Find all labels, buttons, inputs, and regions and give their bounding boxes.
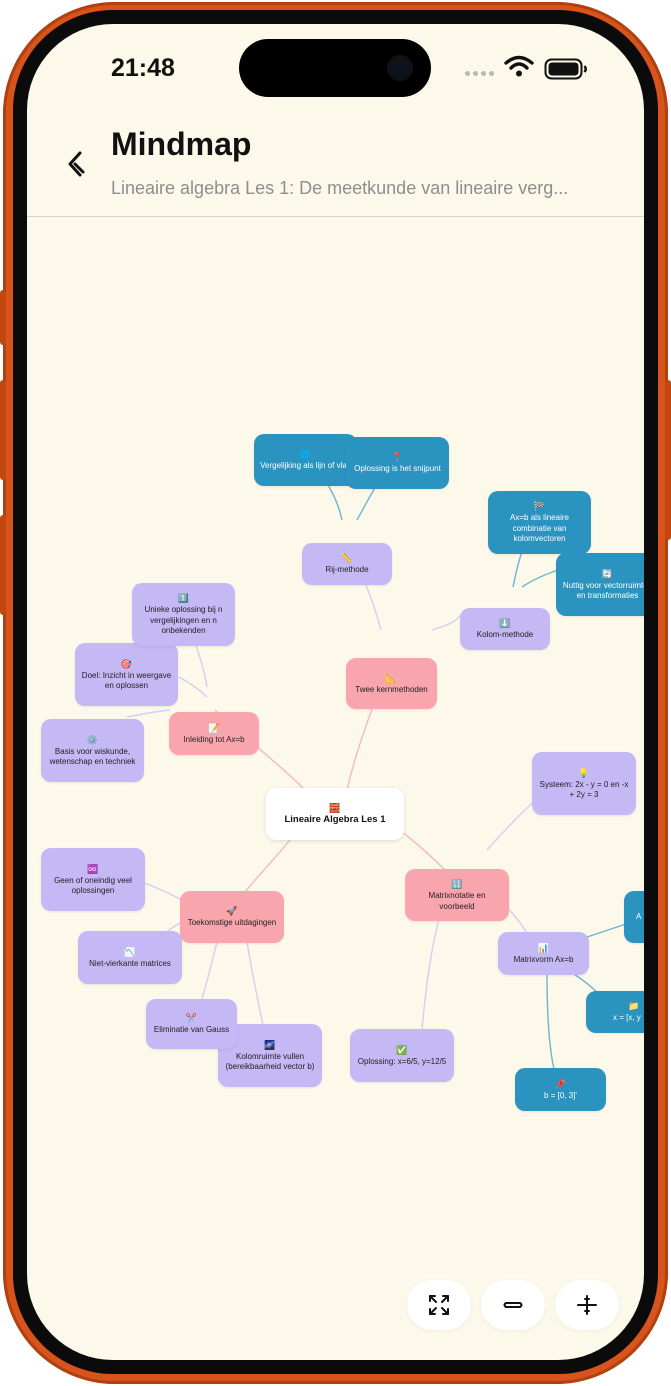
mindmap-node-nietv[interactable]: 📉Niet-vierkante matrices (78, 931, 182, 984)
node-label: b = [0, 3]' (544, 1090, 577, 1100)
mindmap-node-intro[interactable]: 📝Inleiding tot Ax=b (169, 712, 259, 755)
mindmap-node-kolom[interactable]: ⬇️Kolom-methode (460, 608, 550, 650)
edge-intro-doel (178, 676, 208, 698)
edge-toek-elim (201, 941, 218, 1000)
collapse-icon (503, 1302, 523, 1308)
expand-icon (577, 1295, 597, 1315)
node-label: Niet-vierkante matrices (89, 958, 171, 968)
mindmap-node-elim[interactable]: ✂️Eliminatie van Gauss (146, 999, 237, 1049)
mindmap-node-axb[interactable]: 🏁Ax=b als lineaire combinatie van kolomv… (488, 491, 591, 554)
cellular-signal-icon (465, 71, 494, 76)
mindmap-node-twee[interactable]: 📐Twee kernmethoden (346, 658, 437, 709)
mindmap-node-vorm[interactable]: 📊Matrixvorm Ax=b (498, 932, 589, 975)
screen: 21:48 Mindmap Lineaire algebra Les 1: De… (27, 24, 644, 1360)
side-button (0, 290, 6, 345)
page-title: Mindmap (111, 126, 252, 162)
node-label: x = [x, y (613, 1013, 641, 1023)
node-label: Unieke oplossing bij n vergelijkingen en… (144, 605, 223, 636)
node-label: Geen of oneindig veel oplossingen (54, 875, 132, 896)
mindmap-node-opl[interactable]: ✅Oplossing: x=6/5, y=12/5 (350, 1029, 454, 1082)
page-subtitle: Lineaire algebra Les 1: De meetkunde van… (111, 178, 569, 198)
node-label: Nuttig voor vectorruimten en transformat… (562, 580, 644, 601)
fit-screen-button[interactable] (407, 1280, 471, 1330)
mindmap-node-snij[interactable]: 📍Oplossing is het snijpunt (346, 437, 449, 489)
volume-down-button (0, 515, 6, 615)
node-label: Basis voor wiskunde, wetenschap en techn… (49, 746, 136, 767)
mindmap-node-b[interactable]: 📌b = [0, 3]' (515, 1068, 606, 1111)
edge-intro-basis (126, 709, 171, 718)
edge-toek-kolomr (246, 941, 264, 1026)
back-icon[interactable] (61, 150, 91, 180)
mindmap-node-root[interactable]: 🧱Lineaire Algebra Les 1 (266, 788, 404, 840)
node-label: Eliminatie van Gauss (153, 1025, 230, 1035)
mindmap-node-nuttig[interactable]: 🔄Nuttig voor vectorruimten en transforma… (556, 553, 644, 616)
status-time: 21:48 (111, 54, 175, 82)
camera (387, 55, 413, 81)
node-label: Matrixvorm Ax=b (513, 954, 574, 964)
dynamic-island (239, 39, 431, 97)
node-label: Matrixnotatie en voorbeeld (428, 891, 486, 911)
mindmap-node-matrix[interactable]: 🔢Matrixnotatie en voorbeeld (405, 869, 509, 921)
mindmap-node-basis[interactable]: ⚙️Basis voor wiskunde, wetenschap en tec… (41, 719, 144, 782)
node-label: Ax=b als lineaire combinatie van kolomve… (510, 513, 569, 544)
mindmap-node-systeem[interactable]: 💡Systeem: 2x - y = 0 en -x + 2y = 3 (532, 752, 636, 815)
node-label: Kolomruimte vullen (bereikbaarheid vecto… (225, 1051, 315, 1072)
mindmap-node-a[interactable]: A (624, 891, 644, 943)
edge-twee-kolom (431, 614, 461, 631)
node-label: Systeem: 2x - y = 0 en -x + 2y = 3 (539, 779, 629, 800)
edge-vorm-b (546, 972, 555, 1070)
node-label: Lineaire Algebra Les 1 (284, 814, 386, 826)
mindmap-node-uniek[interactable]: 1️⃣Unieke oplossing bij n vergelijkingen… (132, 583, 235, 646)
expand-all-button[interactable] (555, 1280, 619, 1330)
node-label: Oplossing is het snijpunt (354, 464, 441, 474)
mindmap-node-toek[interactable]: 🚀Toekomstige uitdagingen (180, 891, 284, 943)
node-label: Twee kernmethoden (355, 684, 428, 694)
mindmap-node-doel[interactable]: 🎯Doel: Inzicht in weergave en oplossen (75, 643, 178, 706)
battery-icon (544, 58, 587, 80)
mindmap-node-verg[interactable]: 🌐Vergelijking als lijn of vlak (254, 434, 357, 486)
node-label: Oplossing: x=6/5, y=12/5 (357, 1056, 447, 1066)
node-label: Rij-methode (325, 565, 369, 575)
collapse-all-button[interactable] (481, 1280, 545, 1330)
mindmap-node-x[interactable]: 📁x = [x, y (586, 991, 644, 1033)
node-label: A (636, 911, 642, 921)
mindmap-node-geen[interactable]: ♾️Geen of oneindig veel oplossingen (41, 848, 145, 911)
edge-toek-geen (141, 881, 183, 901)
node-label: Kolom-methode (476, 630, 534, 640)
wifi-icon (504, 55, 534, 77)
mindmap-node-rij[interactable]: 📏Rij-methode (302, 543, 392, 585)
node-label: Inleiding tot Ax=b (183, 734, 245, 744)
header-divider (27, 216, 644, 217)
mindmap-canvas[interactable]: 🧱Lineaire Algebra Les 1 📝Inleiding tot A… (27, 217, 644, 1360)
volume-up-button (0, 380, 6, 480)
node-label: Doel: Inzicht in weergave en oplossen (81, 670, 172, 691)
fit-screen-icon (429, 1295, 449, 1315)
power-button (665, 380, 671, 540)
node-label: Toekomstige uitdagingen (187, 918, 277, 928)
node-label: Vergelijking als lijn of vlak (260, 461, 351, 471)
